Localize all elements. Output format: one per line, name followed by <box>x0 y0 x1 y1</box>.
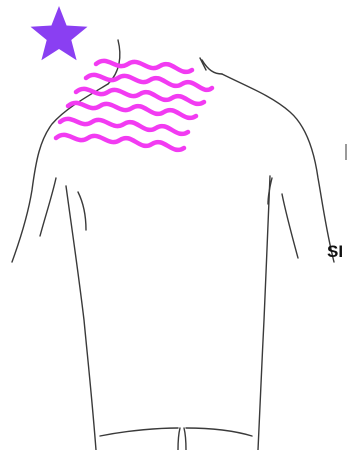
wavy-lines-icon <box>56 61 212 150</box>
edge-mark <box>345 144 347 160</box>
torso-outline <box>12 40 334 450</box>
edge-label: SI <box>327 243 343 260</box>
star-icon <box>31 6 88 60</box>
